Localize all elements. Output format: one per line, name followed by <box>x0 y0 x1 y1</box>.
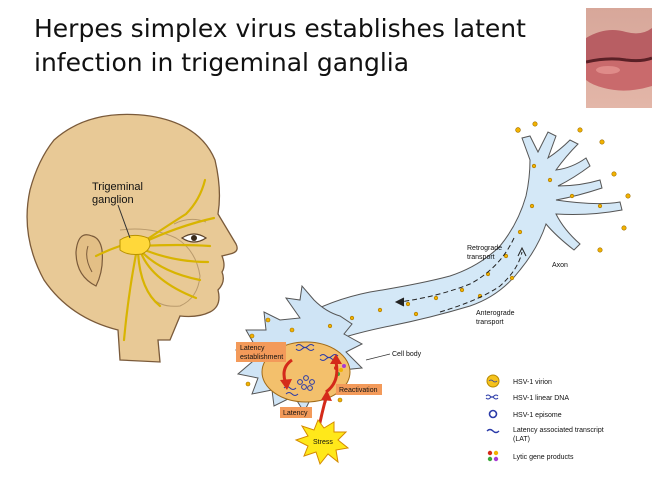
lytic-products-icon <box>487 450 499 462</box>
legend-item-virion: HSV-1 virion <box>486 374 552 388</box>
ganglion-label-line-1: Trigeminal <box>92 181 143 193</box>
latency-tag: Latency <box>280 407 312 418</box>
lat-icon <box>486 428 500 434</box>
head-illustration: Trigeminal ganglion <box>26 113 238 363</box>
latency-establishment-line-1: Latency <box>240 345 265 352</box>
title-line-2: infection in trigeminal ganglia <box>34 48 410 77</box>
legend-label-episome: HSV-1 episome <box>513 412 562 419</box>
legend-label-lytic-products: Lytic gene products <box>513 454 574 461</box>
reactivation-label: Reactivation <box>339 387 378 394</box>
reactivation-tag: Reactivation <box>336 384 382 395</box>
reactivation-arrow <box>325 361 339 394</box>
legend-item-linear-dna: HSV-1 linear DNA <box>485 394 569 402</box>
ganglion-label-line-2: ganglion <box>92 194 134 206</box>
legend-label-lat-line-2: (LAT) <box>513 436 530 443</box>
retrograde-label-line-2: transport <box>467 254 495 261</box>
legend-item-lytic-products: Lytic gene products <box>487 450 574 462</box>
episomes-in-nucleus <box>297 375 315 391</box>
stress-burst: Stress <box>294 418 350 466</box>
trigeminal-ganglion <box>119 234 151 255</box>
anterograde-label-line-1: Anterograde <box>476 310 515 317</box>
legend-item-lat: Latency associated transcript (LAT) <box>486 427 604 443</box>
axon-label: Axon <box>552 262 568 269</box>
ear <box>75 234 103 287</box>
linear-dna-icon <box>485 394 499 400</box>
slide-title: Herpes simplex virus establishes latent … <box>34 12 554 80</box>
retrograde-label-line-1: Retrograde <box>467 245 502 252</box>
neuron-diagram: Retrograde transport Axon Anterograde tr… <box>234 121 631 466</box>
latency-establishment-line-2: establishment <box>240 354 283 361</box>
legend: HSV-1 virion HSV-1 linear DNA HSV-1 epis… <box>485 374 604 462</box>
anterograde-label-line-2: transport <box>476 319 504 326</box>
axon <box>299 131 623 347</box>
legend-label-linear-dna: HSV-1 linear DNA <box>513 395 569 402</box>
latency-label: Latency <box>283 410 308 417</box>
stress-label: Stress <box>313 439 333 446</box>
latency-establishment-tag: Latency establishment <box>236 342 286 362</box>
lips-photo <box>586 8 652 108</box>
legend-item-episome: HSV-1 episome <box>488 409 562 419</box>
legend-label-lat-line-1: Latency associated transcript <box>513 427 604 434</box>
legend-label-virion: HSV-1 virion <box>513 379 552 386</box>
cell-body-label: Cell body <box>392 351 422 358</box>
title-line-1: Herpes simplex virus establishes latent <box>34 14 526 43</box>
episome-icon <box>488 409 498 419</box>
